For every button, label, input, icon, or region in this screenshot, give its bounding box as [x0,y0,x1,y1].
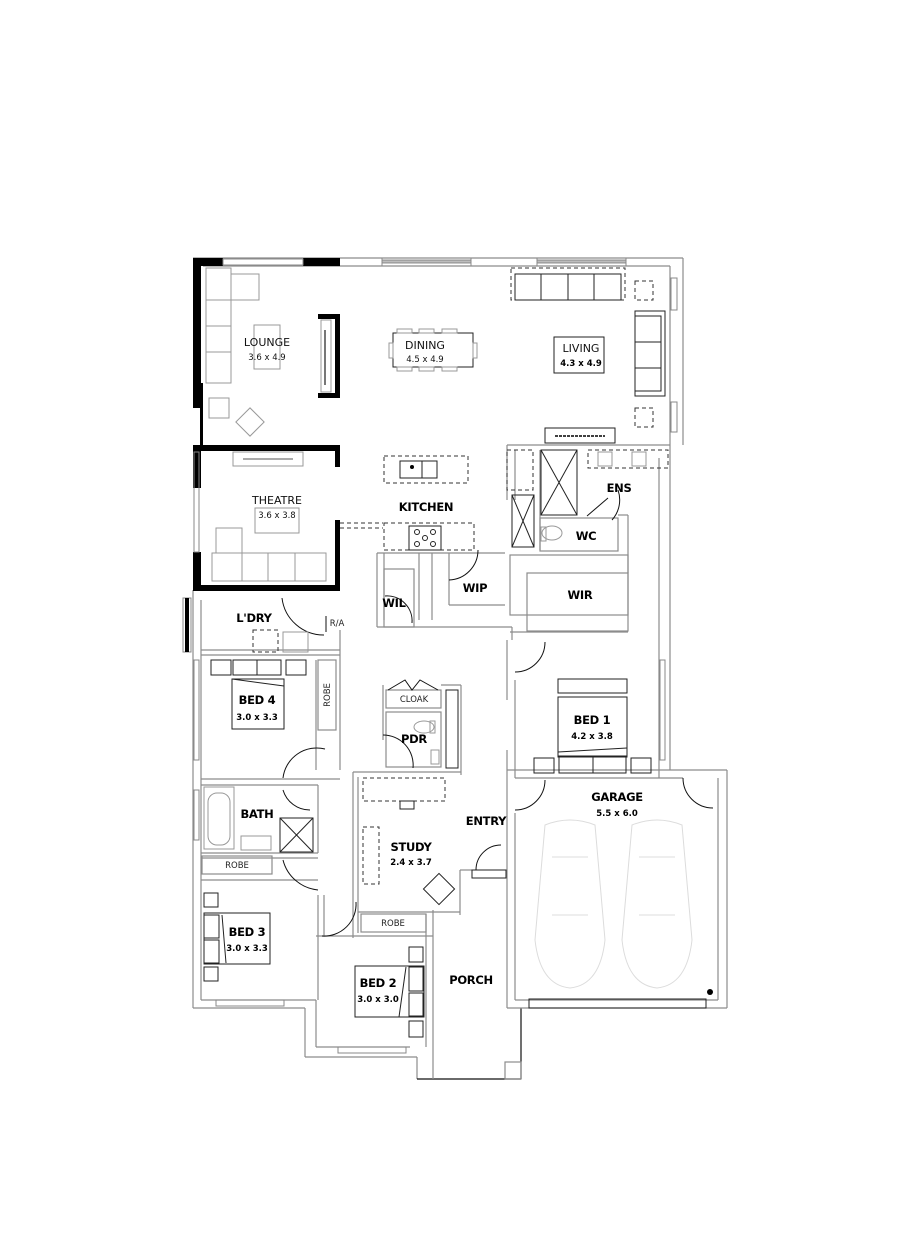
label-living: LIVING [563,342,600,355]
label-bed4-robe: ROBE [323,683,333,707]
label-bath: BATH [240,807,273,821]
size-bed1: 4.2 x 3.8 [571,732,613,742]
label-wip: WIP [463,581,488,595]
exterior-walls [192,257,728,1080]
size-lounge: 3.6 x 4.9 [248,353,285,363]
size-theatre: 3.6 x 3.8 [258,511,295,521]
label-bed1: BED 1 [574,713,611,727]
label-lounge: LOUNGE [244,336,290,349]
size-bed2: 3.0 x 3.0 [357,995,399,1005]
furniture [203,267,669,1038]
size-bed4: 3.0 x 3.3 [236,713,278,723]
label-study-robe: ROBE [381,919,405,929]
garage-cars [534,819,693,989]
label-bed4: BED 4 [239,693,276,707]
interior-walls [201,444,683,1047]
label-dining: DINING [405,339,445,352]
size-dining: 4.5 x 4.9 [406,355,443,365]
label-kitchen: KITCHEN [399,500,453,514]
label-entry: ENTRY [466,814,507,828]
label-ra: R/A [330,619,345,629]
label-cloak: CLOAK [400,695,429,705]
label-laundry: L'DRY [236,611,272,625]
size-garage: 5.5 x 6.0 [596,809,638,819]
label-study: STUDY [390,840,432,854]
label-wir: WIR [568,588,593,602]
label-bath-robe: ROBE [225,861,249,871]
label-bed2: BED 2 [360,976,397,990]
label-bed3: BED 3 [229,925,266,939]
feature-walls [193,258,340,591]
size-study: 2.4 x 3.7 [390,858,432,868]
doors [281,489,714,937]
size-bed3: 3.0 x 3.3 [226,944,268,954]
room-labels: LOUNGE 3.6 x 4.9 DINING 4.5 x 4.9 LIVING… [225,336,643,1005]
label-pdr: PDR [401,732,427,746]
label-theatre: THEATRE [251,494,302,507]
label-wc: WC [576,529,597,543]
label-porch: PORCH [449,973,493,987]
label-ens: ENS [607,481,632,495]
label-garage: GARAGE [591,790,643,804]
windows [182,258,678,1054]
label-wil: WIL [382,596,406,610]
size-living: 4.3 x 4.9 [560,359,602,369]
